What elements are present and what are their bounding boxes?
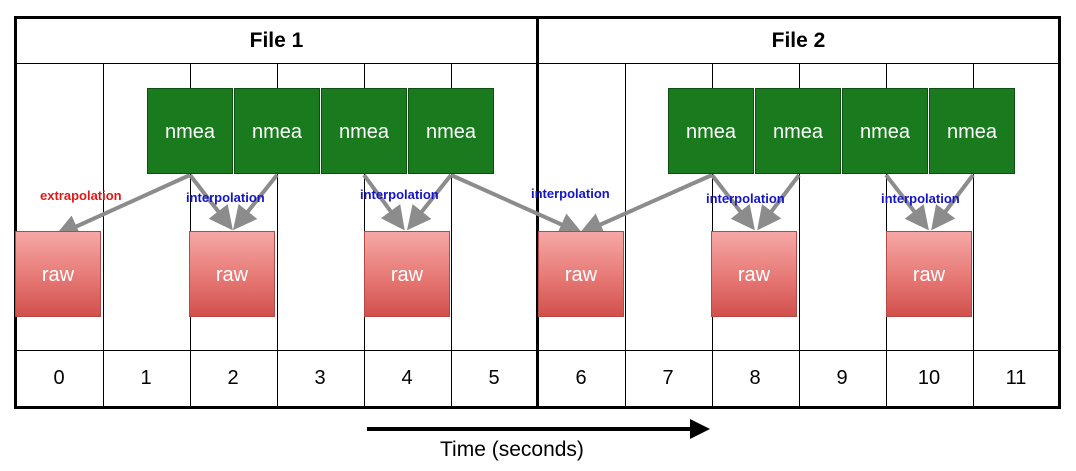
nmea-block: nmea xyxy=(929,88,1015,174)
file-1-title: File 1 xyxy=(249,29,304,52)
column-divider xyxy=(451,63,452,350)
column-divider xyxy=(799,63,800,350)
time-label-2: 2 xyxy=(227,367,239,389)
interpolation-arrow xyxy=(407,173,453,231)
extrapolation-arrow xyxy=(54,173,191,238)
interpolation-label: interpolation xyxy=(360,187,439,202)
time-label-8: 8 xyxy=(749,367,761,389)
interpolation-arrow xyxy=(578,173,713,236)
time-label-10: 10 xyxy=(917,367,941,389)
column-divider xyxy=(712,63,713,350)
column-divider xyxy=(625,63,626,350)
interpolation-label: interpolation xyxy=(881,191,960,206)
interpolation-arrow xyxy=(362,173,405,231)
time-cell-divider xyxy=(799,350,800,408)
nmea-block: nmea xyxy=(147,88,233,174)
time-row-divider xyxy=(14,350,1061,351)
column-divider xyxy=(277,63,278,350)
column-divider xyxy=(973,63,974,350)
interpolation-arrow xyxy=(233,173,279,231)
interpolation-label: interpolation xyxy=(531,186,610,201)
time-cell-divider xyxy=(190,350,191,408)
nmea-block: nmea xyxy=(842,88,928,174)
extrapolation-label: extrapolation xyxy=(40,188,122,203)
time-label-5: 5 xyxy=(488,367,500,389)
interpolation-arrow xyxy=(710,173,755,231)
column-divider xyxy=(190,63,191,350)
time-label-1: 1 xyxy=(140,367,152,389)
column-divider xyxy=(103,63,104,350)
raw-block: raw xyxy=(711,231,797,317)
nmea-block: nmea xyxy=(668,88,754,174)
nmea-block: nmea xyxy=(321,88,407,174)
time-cell-divider xyxy=(625,350,626,408)
nmea-block: nmea xyxy=(408,88,494,174)
raw-block: raw xyxy=(538,231,624,317)
file-2-title: File 2 xyxy=(771,29,826,52)
time-label-9: 9 xyxy=(836,367,848,389)
time-cell-divider xyxy=(277,350,278,408)
time-label-0: 0 xyxy=(53,367,65,389)
raw-block: raw xyxy=(364,231,450,317)
raw-block: raw xyxy=(15,231,101,317)
time-label-6: 6 xyxy=(575,367,587,389)
time-cell-divider xyxy=(103,350,104,408)
interpolation-arrow xyxy=(884,173,929,231)
column-divider xyxy=(364,63,365,350)
time-cell-divider xyxy=(886,350,887,408)
interpolation-label: interpolation xyxy=(706,191,785,206)
time-cell-divider xyxy=(364,350,365,408)
raw-block: raw xyxy=(189,231,275,317)
time-cell-divider xyxy=(712,350,713,408)
interpolation-arrow xyxy=(931,173,975,231)
time-label-7: 7 xyxy=(662,367,674,389)
nmea-block: nmea xyxy=(755,88,841,174)
time-label-3: 3 xyxy=(314,367,326,389)
interpolation-arrow xyxy=(188,173,233,231)
nmea-block: nmea xyxy=(234,88,320,174)
time-cell-divider xyxy=(973,350,974,408)
time-axis-label: Time (seconds) xyxy=(440,438,584,461)
interpolation-label: interpolation xyxy=(186,190,265,205)
raw-block: raw xyxy=(886,231,972,317)
title-row-divider xyxy=(14,63,1061,64)
interpolation-arrow xyxy=(757,173,801,231)
interpolation-arrow xyxy=(450,173,584,236)
column-divider xyxy=(886,63,887,350)
time-label-11: 11 xyxy=(1005,367,1027,389)
time-cell-divider xyxy=(451,350,452,408)
time-label-4: 4 xyxy=(401,367,413,389)
